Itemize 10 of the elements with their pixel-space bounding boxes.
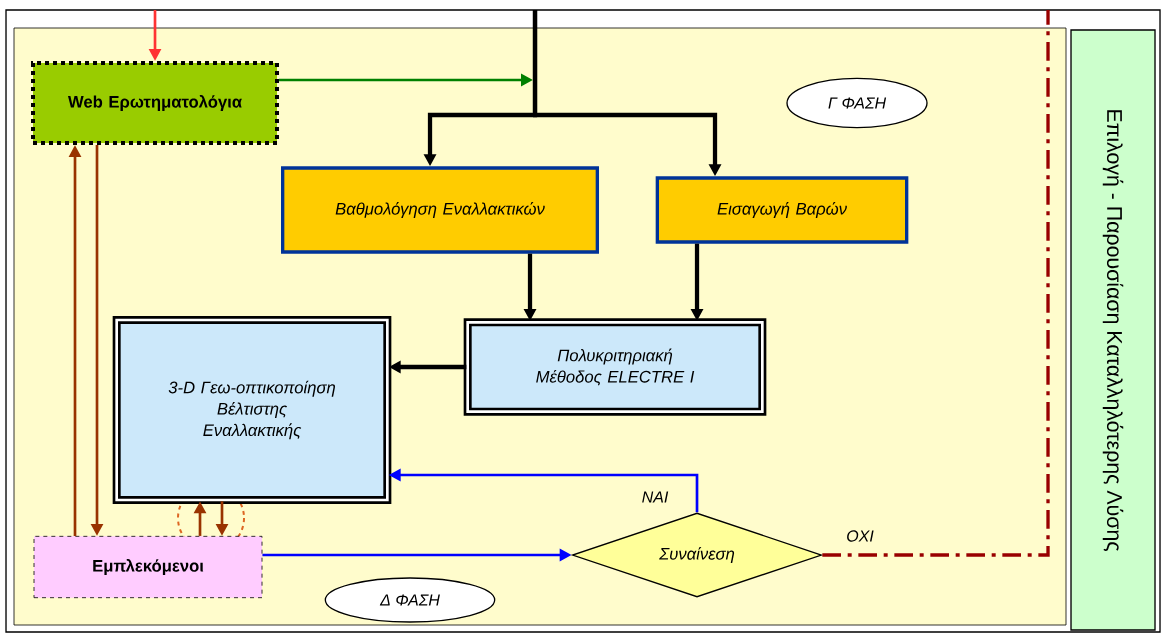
process-box: Εμπλεκόμενοι [33, 535, 263, 599]
process-box: 3-D Γεω-οπτικοποίηση Βέλτιστης Εναλλακτικής [112, 316, 392, 504]
process-box: Εισαγωγή Βαρών [655, 176, 909, 244]
process-box: Πολυκριτηριακή Μέθοδος ELECTRE I [463, 318, 767, 416]
edge-label: ΝΑΙ [640, 490, 670, 504]
connector-line [822, 10, 1050, 557]
edge-label: ΟΧΙ [844, 529, 876, 543]
result-box: Επιλογή - Παρουσίαση Καταλληλότερης Λύσης [1070, 29, 1156, 631]
process-box: Βαθμολόγηση Εναλλακτικών [281, 166, 599, 254]
process-box: Web Ερωτηματολόγια [31, 61, 279, 145]
